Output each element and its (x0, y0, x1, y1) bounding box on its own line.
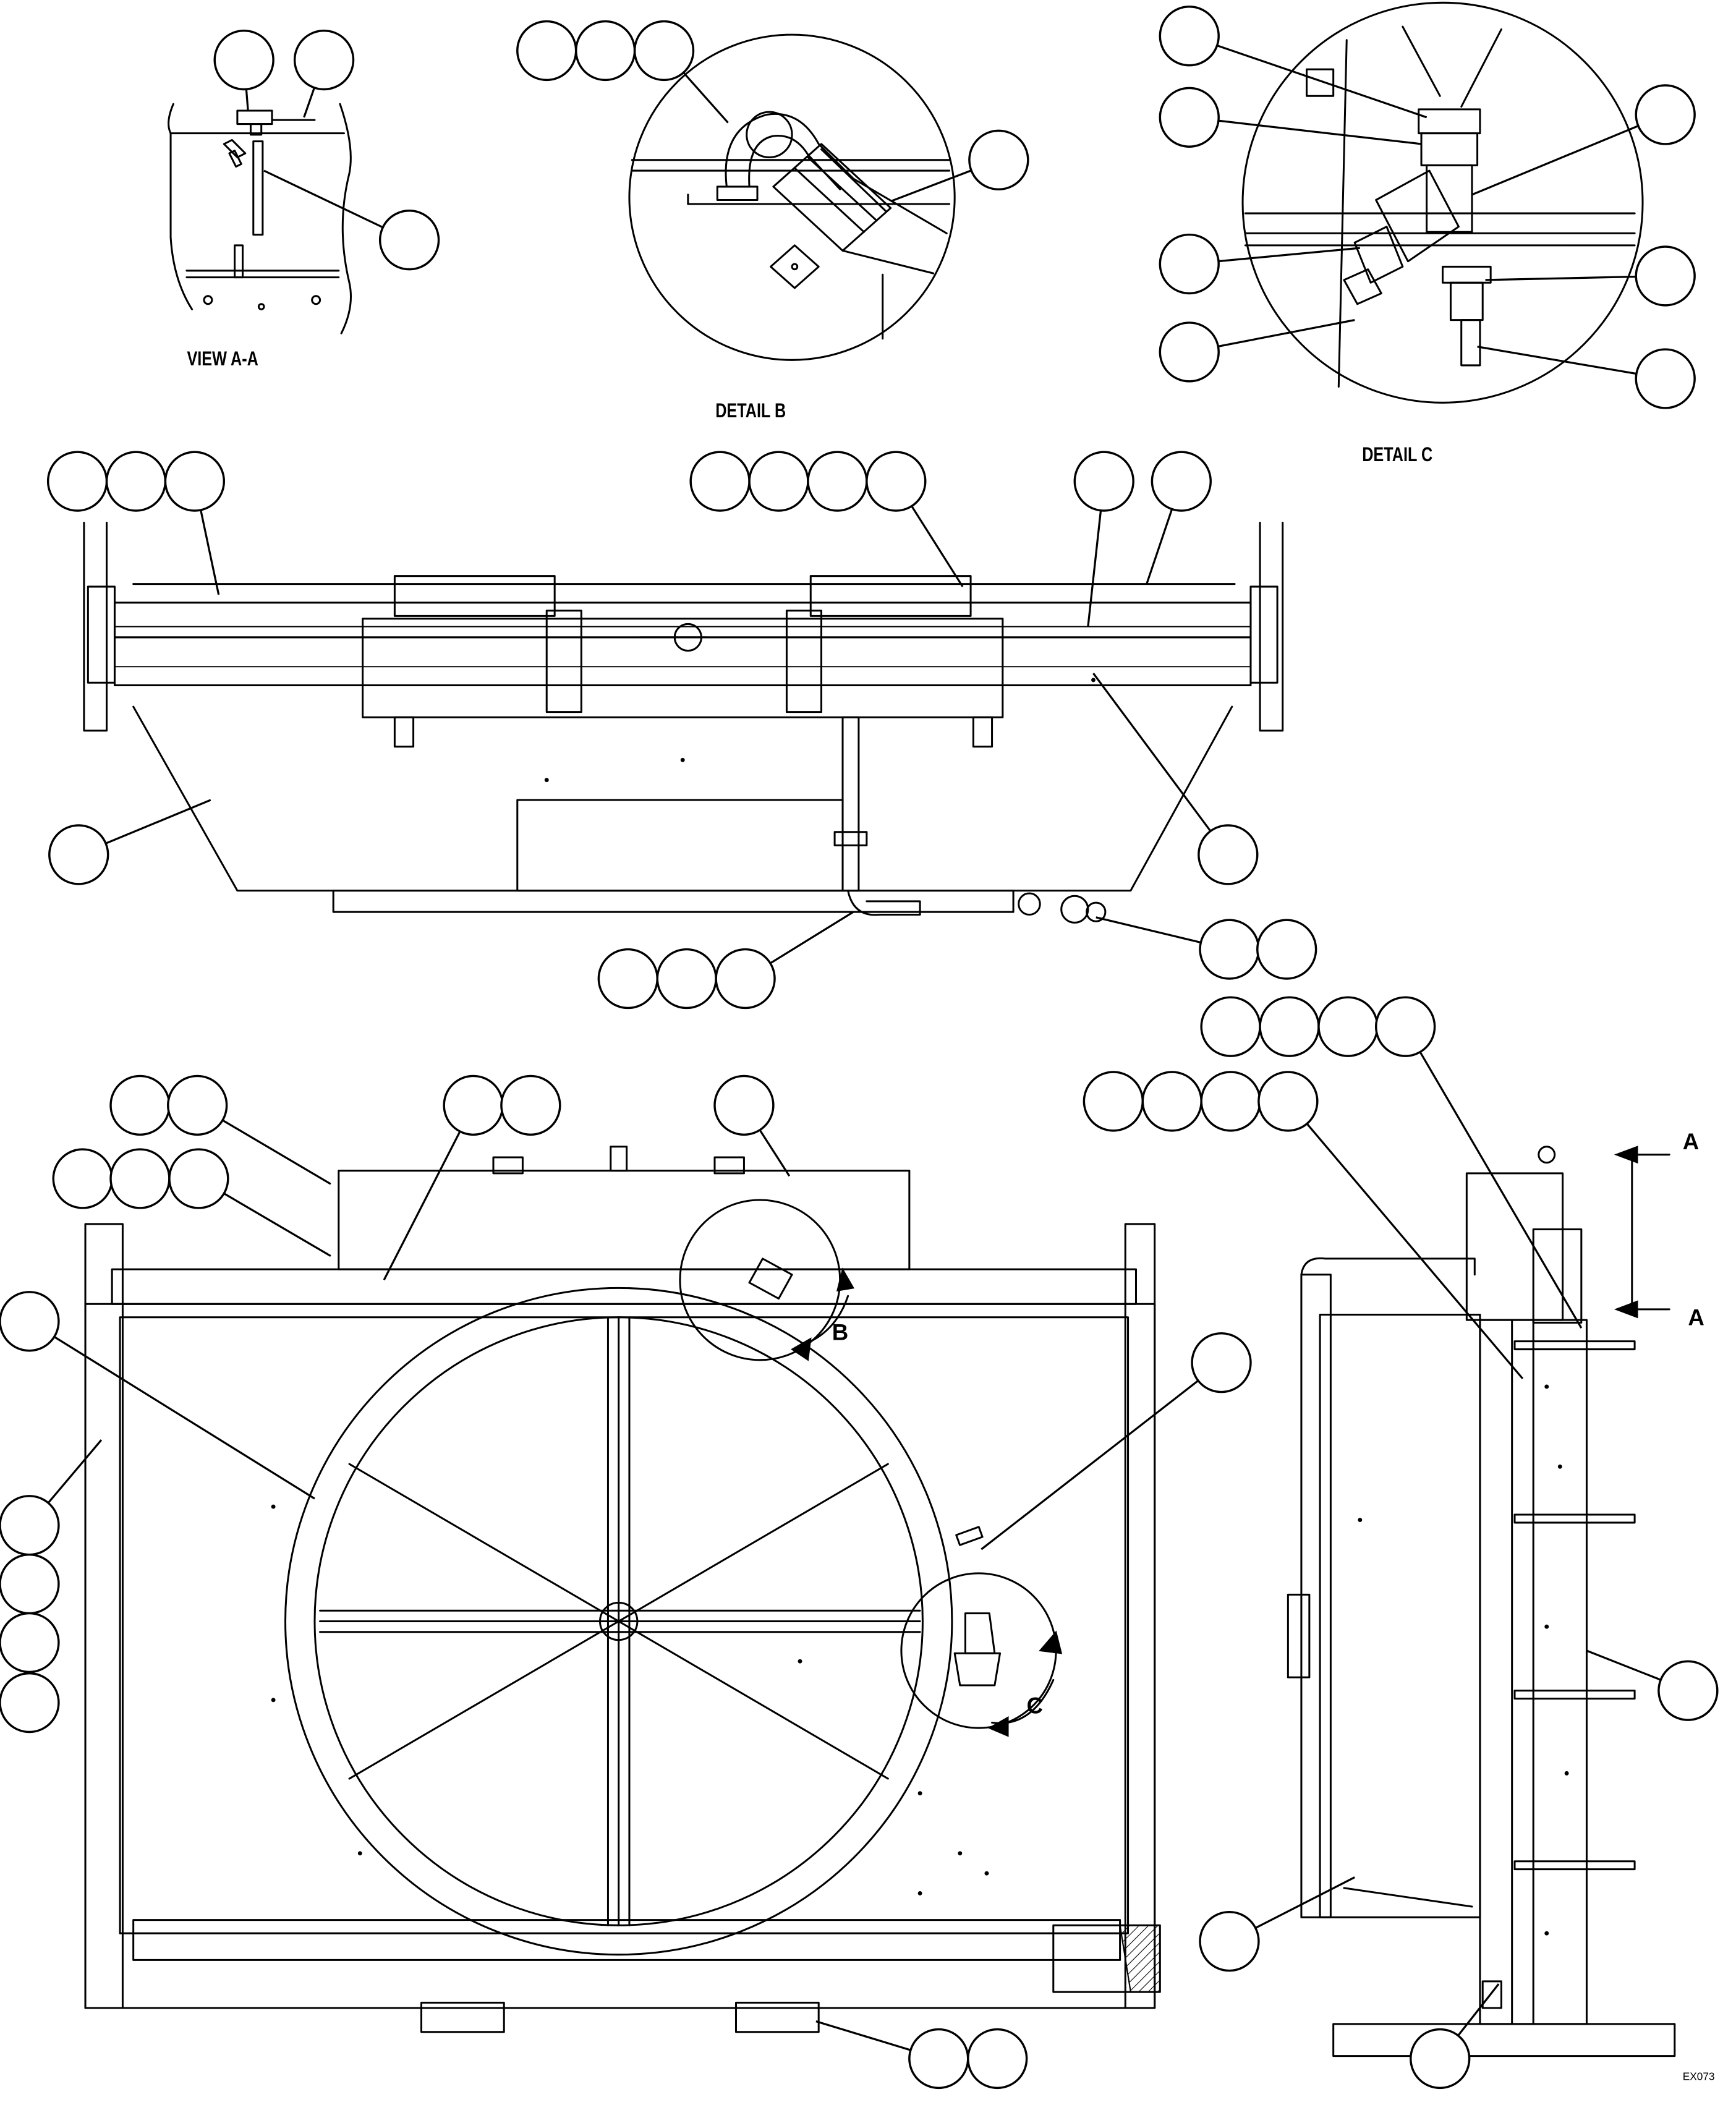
balloon-front-elevation-9 (1151, 451, 1212, 512)
balloon-front-elevation-16 (1256, 919, 1317, 980)
section-letter-a-bottom: A (1688, 1305, 1704, 1330)
plan-view: B C (28, 1104, 1222, 2060)
balloon-detail-c-6 (1159, 321, 1220, 383)
balloon-front-elevation-7 (866, 451, 927, 512)
balloon-detail-c-4 (1159, 233, 1220, 295)
balloon-detail-c-1 (1159, 6, 1220, 67)
balloon-front-elevation-15 (1199, 919, 1260, 980)
balloon-front-elevation-12 (597, 948, 658, 1010)
balloon-plan-view-5 (713, 1074, 775, 1136)
balloon-front-elevation-11 (1198, 824, 1259, 885)
balloon-side-view-2 (1259, 996, 1320, 1057)
balloon-plan-view-3 (443, 1074, 504, 1136)
balloon-plan-view-12 (0, 1553, 60, 1615)
balloon-detail-c-7 (1635, 348, 1696, 409)
balloon-detail-c-3 (1635, 84, 1696, 145)
balloon-plan-view-9 (0, 1291, 60, 1352)
balloon-detail-c-5 (1635, 245, 1696, 307)
balloon-front-elevation-6 (807, 451, 868, 512)
balloon-side-view-8 (1257, 1071, 1319, 1132)
front-elevation (78, 480, 1284, 980)
detail-c: DETAIL C (1189, 1, 1666, 466)
balloon-front-elevation-8 (1073, 451, 1134, 512)
balloon-plan-view-6 (52, 1148, 113, 1209)
detail-b: DETAIL B (628, 33, 999, 422)
balloon-side-view-1 (1200, 996, 1261, 1057)
balloon-front-elevation-1 (46, 451, 108, 512)
view-a-a: VIEW A-A (168, 59, 410, 370)
balloon-side-view-4 (1374, 996, 1436, 1057)
balloon-front-elevation-14 (715, 948, 776, 1010)
balloon-side-view-11 (1410, 2028, 1471, 2090)
balloon-plan-view-10 (1191, 1332, 1252, 1393)
balloon-view-aa-1 (213, 29, 274, 91)
balloon-plan-view-15 (908, 2028, 969, 2090)
balloon-side-view-10 (1199, 1910, 1260, 1972)
balloon-detail-b-4 (968, 129, 1029, 190)
balloon-plan-view-11 (0, 1495, 60, 1556)
item-balloons (0, 6, 1719, 2090)
balloon-front-elevation-10 (48, 824, 109, 885)
balloon-side-view-6 (1141, 1071, 1202, 1132)
caption-detail-b: DETAIL B (715, 400, 786, 422)
balloon-front-elevation-5 (748, 451, 809, 512)
balloon-front-elevation-4 (689, 451, 751, 512)
balloon-plan-view-2 (167, 1074, 228, 1136)
balloon-front-elevation-13 (656, 948, 717, 1010)
balloon-detail-c-2 (1159, 87, 1220, 148)
balloon-view-aa-3 (378, 210, 440, 271)
balloon-plan-view-7 (109, 1148, 171, 1209)
balloon-plan-view-13 (0, 1612, 60, 1674)
balloon-detail-b-3 (633, 20, 695, 82)
caption-view-a-a: VIEW A-A (187, 348, 258, 370)
balloon-side-view-7 (1200, 1071, 1261, 1132)
balloon-plan-view-16 (967, 2028, 1028, 2090)
balloon-side-view-5 (1083, 1071, 1144, 1132)
balloon-plan-view-4 (500, 1074, 561, 1136)
section-letter-a-top: A (1683, 1129, 1699, 1154)
callout-letter-c: C (1027, 1693, 1043, 1718)
balloon-plan-view-8 (168, 1148, 229, 1209)
balloon-front-elevation-2 (105, 451, 167, 512)
caption-detail-c: DETAIL C (1362, 444, 1432, 466)
side-view: A A (1228, 1026, 1704, 2059)
balloon-detail-b-1 (516, 20, 577, 82)
balloon-plan-view-1 (109, 1074, 171, 1136)
drawing-number: EX073 (1683, 2070, 1715, 2082)
balloon-side-view-9 (1657, 1660, 1719, 1721)
callout-letter-b: B (832, 1319, 848, 1345)
balloon-side-view-3 (1317, 996, 1379, 1057)
balloon-view-aa-2 (293, 29, 355, 91)
balloon-plan-view-14 (0, 1672, 60, 1734)
balloon-detail-b-2 (574, 20, 636, 82)
balloon-front-elevation-3 (164, 451, 226, 512)
